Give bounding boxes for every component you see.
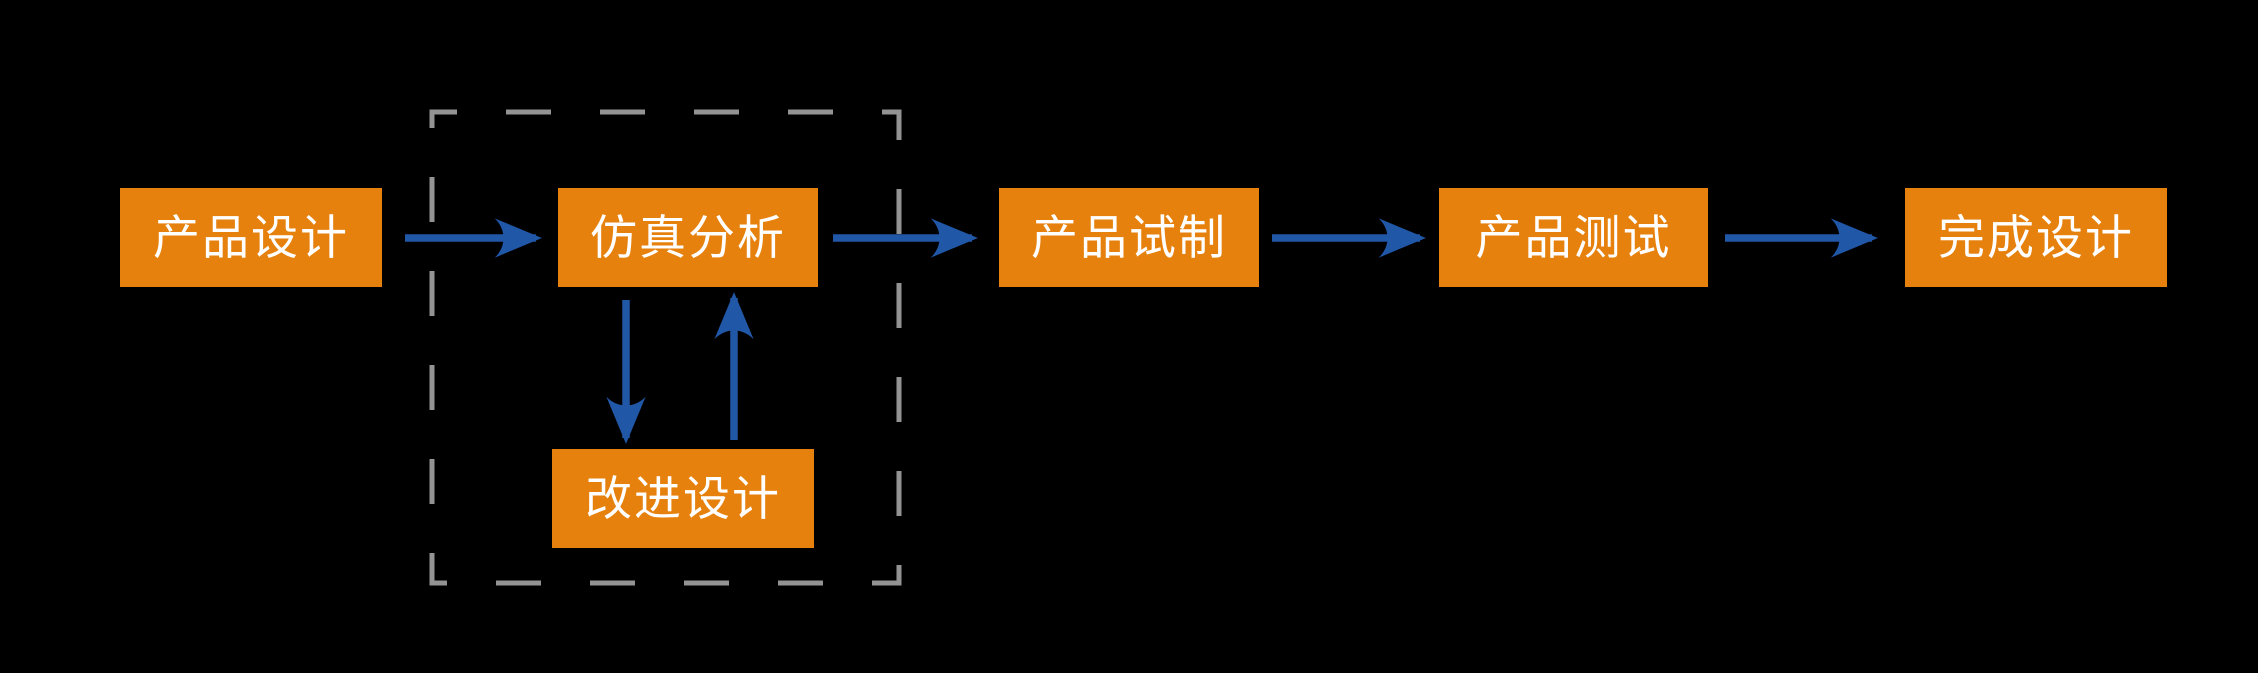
node-label: 产品试制 (1031, 211, 1227, 264)
node-label: 改进设计 (585, 472, 781, 525)
node-product-trial: 产品试制 (999, 188, 1259, 287)
node-label: 完成设计 (1938, 211, 2134, 264)
node-design-improve: 改进设计 (552, 449, 814, 548)
node-product-test: 产品测试 (1439, 188, 1708, 287)
node-simulation-analysis: 仿真分析 (558, 188, 818, 287)
node-label: 产品测试 (1475, 211, 1672, 264)
node-design-complete: 完成设计 (1905, 188, 2167, 287)
node-label: 仿真分析 (590, 211, 786, 264)
node-product-design: 产品设计 (120, 188, 382, 287)
node-label: 产品设计 (153, 211, 349, 264)
